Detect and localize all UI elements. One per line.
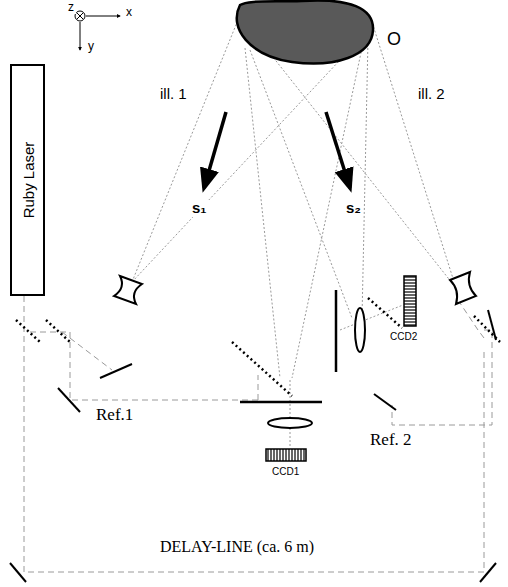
drawing-part — [480, 563, 496, 582]
drawing-part — [340, 305, 403, 330]
drawing-part — [58, 388, 80, 412]
drawing-part — [268, 418, 312, 428]
ccd-sensor — [266, 449, 306, 461]
drawing-part — [245, 48, 280, 378]
drawing-part — [392, 330, 492, 425]
drawing-part — [240, 401, 322, 404]
drawing-part — [326, 112, 350, 188]
axis-label: x — [124, 6, 134, 19]
drawing-part — [100, 364, 132, 378]
drawing-part — [362, 40, 368, 318]
drawing-part — [46, 320, 70, 342]
axis-label: y — [86, 40, 96, 53]
drawing-part — [374, 394, 396, 410]
drawing-part — [132, 10, 242, 282]
drawing-part — [355, 308, 365, 352]
drawing-part — [77, 13, 83, 19]
drawing-part — [132, 28, 370, 282]
drawing-part — [114, 276, 142, 304]
light-rays — [132, 10, 456, 448]
object-label: O — [385, 30, 403, 50]
camera-label: CCD1 — [270, 466, 301, 477]
drawing-part — [488, 310, 496, 340]
axes — [75, 11, 120, 50]
drawing-part — [62, 332, 112, 370]
sensitivity-vectors — [204, 112, 350, 188]
drawing-part — [24, 296, 484, 572]
drawing-part — [232, 342, 292, 396]
drawing-part — [450, 272, 476, 304]
drawing-part — [10, 563, 26, 582]
laser-label: Ruby Laser — [19, 142, 36, 219]
drawing-part — [458, 300, 484, 338]
drawing-part — [250, 50, 352, 318]
drawing-part — [258, 375, 259, 400]
drawing-part — [16, 320, 40, 342]
delay-line-label: DELAY-LINE (ca. 6 m) — [158, 538, 316, 556]
vector-label: s₂ — [344, 200, 363, 217]
object — [237, 0, 373, 63]
drawing-part — [80, 22, 81, 50]
beam-splitters — [16, 298, 500, 396]
illumination-label: ill. 1 — [158, 86, 189, 103]
drawing-part — [77, 13, 83, 19]
drawing-part — [368, 298, 402, 328]
drawing-part — [86, 16, 120, 17]
drawing-part — [204, 112, 226, 188]
drawing-part — [75, 11, 85, 21]
drawing-part — [372, 22, 456, 288]
reference-label: Ref. 2 — [368, 431, 414, 450]
illumination-label: ill. 2 — [416, 86, 447, 103]
vector-label: s₁ — [190, 200, 209, 217]
lenses — [114, 272, 476, 428]
drawing-part — [30, 332, 258, 400]
ccd-sensor — [404, 276, 416, 326]
reference-label: Ref.1 — [94, 406, 135, 425]
drawing-part — [290, 380, 291, 448]
axis-label: z — [66, 1, 76, 14]
mirrors — [10, 290, 496, 582]
drawing-part — [335, 290, 338, 372]
camera-label: CCD2 — [388, 331, 419, 342]
reference-beams — [24, 296, 492, 572]
laser-box: Ruby Laser — [10, 64, 45, 296]
